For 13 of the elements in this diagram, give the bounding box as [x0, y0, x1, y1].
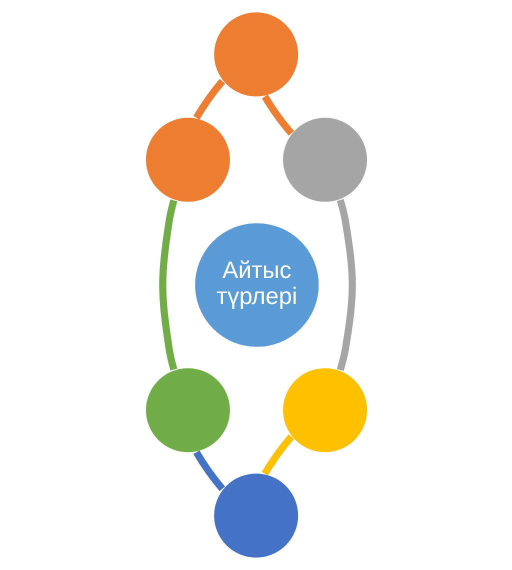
node-circle [280, 366, 368, 454]
connector [158, 199, 177, 371]
node-circle [144, 366, 232, 454]
connector [336, 199, 356, 371]
connector [192, 78, 225, 120]
connector [192, 450, 225, 492]
node-circle: Айтыс түрлері [193, 222, 320, 348]
node-circle [144, 116, 232, 204]
node-circle [212, 10, 300, 98]
node-circle [212, 472, 300, 560]
connector [261, 434, 294, 476]
connector [261, 94, 294, 136]
node-circle [280, 116, 368, 204]
